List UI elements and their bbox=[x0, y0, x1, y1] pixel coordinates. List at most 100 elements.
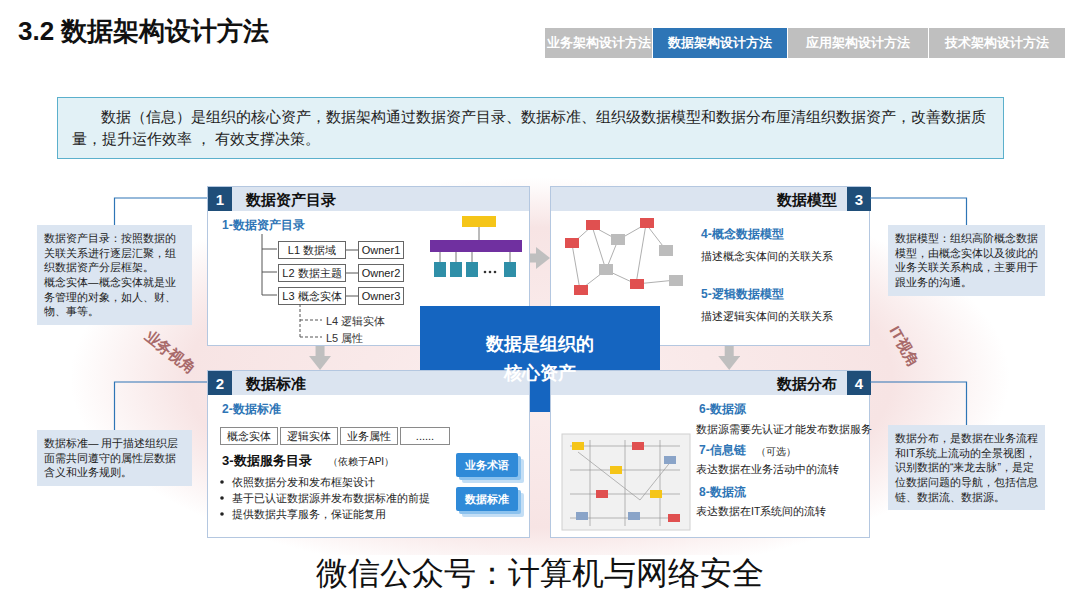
node-text: 数据标准— 用于描述组织层面需共同遵守的属性层数据含义和业务规则。 bbox=[44, 436, 185, 480]
node-text: 业务属性 bbox=[347, 429, 391, 444]
section-number: 3 bbox=[847, 187, 871, 211]
distribution-map bbox=[562, 434, 690, 530]
panel-text: 基于已认证数据源并发布数据标准的前提 bbox=[232, 491, 430, 505]
node-text: 业务术语 bbox=[465, 458, 509, 473]
tree-link bbox=[346, 296, 358, 297]
panel-text: 5-逻辑数据模型 bbox=[701, 287, 784, 303]
perspective-label: 业务视角 bbox=[141, 327, 200, 379]
tab: 业务架构设计方法 bbox=[545, 28, 652, 58]
section-number: 4 bbox=[847, 371, 871, 395]
stack-icon: 业务术语 bbox=[456, 453, 518, 477]
panel-text: 提供数据共享服务，保证能复用 bbox=[232, 507, 386, 521]
node-text: L1 数据域 bbox=[288, 243, 336, 258]
panel-text: 表达数据在业务活动中的流转 bbox=[696, 463, 839, 477]
flow-arrow bbox=[725, 346, 734, 356]
section-number: 2 bbox=[208, 371, 232, 395]
node-text: 2 bbox=[216, 375, 224, 392]
tab: 技术架构设计方法 bbox=[929, 28, 1065, 58]
panel-heading: 数据分布 bbox=[777, 374, 837, 394]
panel-text: L5 属性 bbox=[326, 331, 363, 345]
panel-text: （可选） bbox=[756, 445, 796, 458]
level-box: L3 概念实体 bbox=[278, 287, 346, 305]
section-number: 1 bbox=[208, 187, 232, 211]
panel-text: 描述逻辑实体间的关联关系 bbox=[701, 309, 833, 323]
panel-heading: 数据标准 bbox=[246, 374, 306, 394]
node-text: 概念实体—概念实体就是业务管理的对象，如人、财、物、事等。 bbox=[44, 275, 185, 319]
panel-text: L4 逻辑实体 bbox=[326, 314, 385, 328]
stack-icon: 数据标准 bbox=[456, 487, 518, 511]
node-text: ...... bbox=[416, 430, 434, 442]
node-text: 逻辑实体 bbox=[287, 429, 331, 444]
table-cell: 业务属性 bbox=[340, 427, 398, 445]
leader-line bbox=[115, 382, 208, 430]
page-title: 3.2 数据架构设计方法 bbox=[18, 14, 269, 49]
perspective-ellipse bbox=[70, 178, 1010, 578]
leader-line bbox=[870, 382, 967, 425]
node-text: 应用架构设计方法 bbox=[806, 35, 910, 52]
callout-note: 数据分布，是数据在业务流程和IT系统上流动的全景视图，识别数据的“来龙去脉”，是… bbox=[888, 425, 1045, 510]
level-box: L1 数据域 bbox=[278, 241, 346, 259]
panel-text: 7-信息链 bbox=[699, 443, 746, 459]
bullet-dots bbox=[220, 480, 224, 516]
model-thumbnail bbox=[565, 218, 683, 295]
active-tab: 数据架构设计方法 bbox=[653, 28, 787, 58]
node-text: 数据模型：组织高阶概念数据模型，由概念实体以及彼此的业务关联关系构成，主要用于跟… bbox=[895, 231, 1038, 290]
panel-text: 4-概念数据模型 bbox=[701, 227, 784, 243]
node-text: Owner1 bbox=[362, 244, 401, 256]
panel-text: 数据源需要先认证才能发布数据服务 bbox=[696, 423, 872, 437]
node-text: Owner2 bbox=[362, 267, 401, 279]
owner-box: Owner2 bbox=[358, 264, 404, 282]
panel-text: 8-数据流 bbox=[699, 485, 746, 501]
callout-note: 数据资产目录：按照数据的关联关系进行逐层汇聚，组织数据资产分层框架。概念实体—概… bbox=[37, 225, 192, 325]
flow-arrow bbox=[316, 346, 325, 356]
node-text: 1 bbox=[216, 191, 224, 208]
node-text: 数据分布，是数据在业务流程和IT系统上流动的全景视图，识别数据的“来龙去脉”，是… bbox=[895, 431, 1038, 504]
table-cell: 逻辑实体 bbox=[280, 427, 338, 445]
node-text: 数据标准 bbox=[465, 492, 509, 507]
panel-heading: 数据资产目录 bbox=[246, 190, 336, 210]
panel-heading: 数据模型 bbox=[777, 190, 837, 210]
node-text: 技术架构设计方法 bbox=[945, 35, 1049, 52]
node-text: 概念实体 bbox=[227, 429, 271, 444]
tab: 应用架构设计方法 bbox=[788, 28, 928, 58]
section-panel: 数据分布 6-数据源数据源需要先认证才能发布数据服务 7-信息链 （可选） 表达数据在业… bbox=[550, 370, 870, 538]
flow-arrow bbox=[530, 254, 536, 263]
caption-row: 微信公众号：计算机与网络安全 bbox=[0, 552, 1080, 596]
panel-text: 2-数据标准 bbox=[222, 402, 281, 418]
node-text: 数据是组织的 核心资产 bbox=[484, 330, 596, 388]
node-text: Owner3 bbox=[362, 290, 401, 302]
node-text: L2 数据主题 bbox=[282, 266, 341, 281]
panel-text: 1-数据资产目录 bbox=[222, 218, 305, 234]
node-text: 3 bbox=[855, 191, 863, 208]
level-box: L2 数据主题 bbox=[278, 264, 346, 282]
callout-note: 数据模型：组织高阶概念数据模型，由概念实体以及彼此的业务关联关系构成，主要用于跟… bbox=[888, 225, 1045, 296]
hierarchy-icon bbox=[430, 216, 522, 277]
tree-lines bbox=[262, 234, 322, 337]
node-text: 业务架构设计方法 bbox=[547, 35, 651, 52]
panel-text: 3-数据服务目录 bbox=[222, 453, 312, 470]
watermark-caption: 微信公众号：计算机与网络安全 bbox=[310, 555, 770, 591]
perspective-label: IT视角 bbox=[885, 323, 923, 370]
node-text: 数据资产目录：按照数据的关联关系进行逐层汇聚，组织数据资产分层框架。 bbox=[44, 231, 185, 275]
callout-note: 数据标准— 用于描述组织层面需共同遵守的属性层数据含义和业务规则。 bbox=[37, 430, 192, 486]
node-text: L3 概念实体 bbox=[282, 289, 341, 304]
panel-text: （依赖于API） bbox=[328, 455, 394, 468]
leader-line bbox=[115, 198, 208, 225]
owner-box: Owner1 bbox=[358, 241, 404, 259]
section-panel: 数据标准 2-数据标准 3-数据服务目录 （依赖于API） 依照数据分发和发布框架设计基… bbox=[207, 370, 530, 538]
table-cell: 概念实体 bbox=[220, 427, 278, 445]
panel-text: 表达数据在IT系统间的流转 bbox=[696, 505, 826, 519]
node-text: 4 bbox=[855, 375, 863, 392]
owner-box: Owner3 bbox=[358, 287, 404, 305]
node-text: 数据（信息）是组织的核心资产，数据架构通过数据资产目录、数据标准、组织级数据模型… bbox=[72, 106, 989, 151]
panel-text: 6-数据源 bbox=[699, 402, 746, 418]
tree-link bbox=[346, 273, 358, 274]
table-cell: ...... bbox=[400, 427, 450, 445]
panel-text: 描述概念实体间的关联关系 bbox=[701, 249, 833, 263]
intro-box: 数据（信息）是组织的核心资产，数据架构通过数据资产目录、数据标准、组织级数据模型… bbox=[57, 97, 1004, 159]
tree-link bbox=[346, 250, 358, 251]
node-text: 数据架构设计方法 bbox=[668, 35, 772, 52]
leader-line bbox=[870, 198, 967, 225]
panel-text: 依照数据分发和发布框架设计 bbox=[232, 475, 375, 489]
